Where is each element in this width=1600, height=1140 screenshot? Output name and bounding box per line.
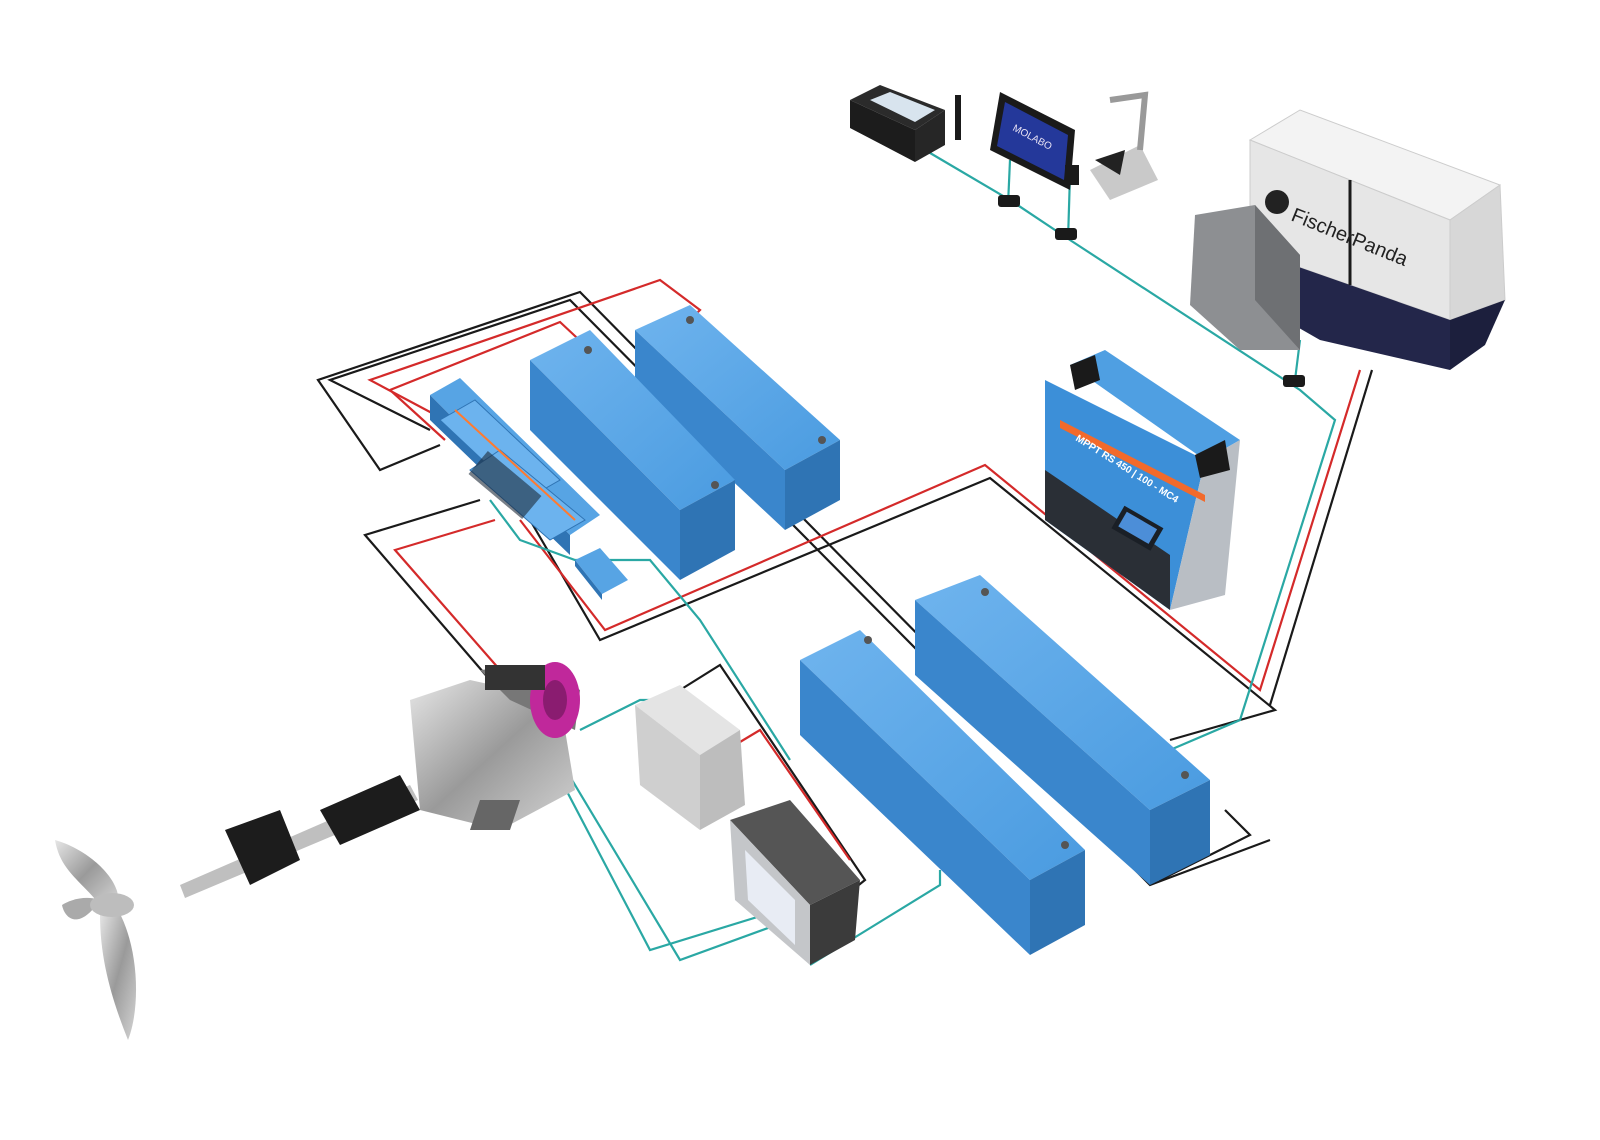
- lithium-battery: [635, 305, 840, 530]
- lithium-battery: [915, 575, 1210, 885]
- negative-cable: [679, 663, 867, 889]
- propeller: [55, 840, 137, 1040]
- antenna-icon: [955, 95, 961, 140]
- lithium-battery: [800, 630, 1085, 955]
- negative-cable: [327, 298, 1271, 887]
- lithium-battery: [530, 330, 735, 580]
- drive-shaft: [180, 775, 420, 898]
- battery-monitor: [575, 548, 628, 600]
- negative-cable: [316, 290, 1252, 882]
- negative-cable: [1268, 369, 1374, 706]
- inverter-charger-cluster: [430, 378, 600, 555]
- molabo-display: MOLABO: [990, 92, 1075, 190]
- cable-connectors: [998, 165, 1305, 387]
- electric-motor: [410, 662, 580, 830]
- auxiliary-battery: [635, 685, 745, 830]
- positive-cable: [387, 320, 591, 441]
- control-unit: [850, 85, 961, 162]
- positive-cable: [734, 728, 851, 861]
- system-controller-box: [730, 800, 860, 965]
- positive-cable: [393, 518, 501, 671]
- data-cable: [539, 739, 781, 952]
- data-cable: [489, 499, 791, 761]
- throttle-lever: [1090, 91, 1158, 200]
- negative-cable: [363, 498, 491, 681]
- data-cable: [559, 759, 791, 962]
- mppt-solar-charger: MPPT RS 450 | 100 - MC4: [1045, 350, 1240, 610]
- fischer-panda-generator: FischerPanda: [1190, 109, 1506, 370]
- positive-cable: [519, 369, 1362, 692]
- panda-logo-icon: [1265, 190, 1289, 214]
